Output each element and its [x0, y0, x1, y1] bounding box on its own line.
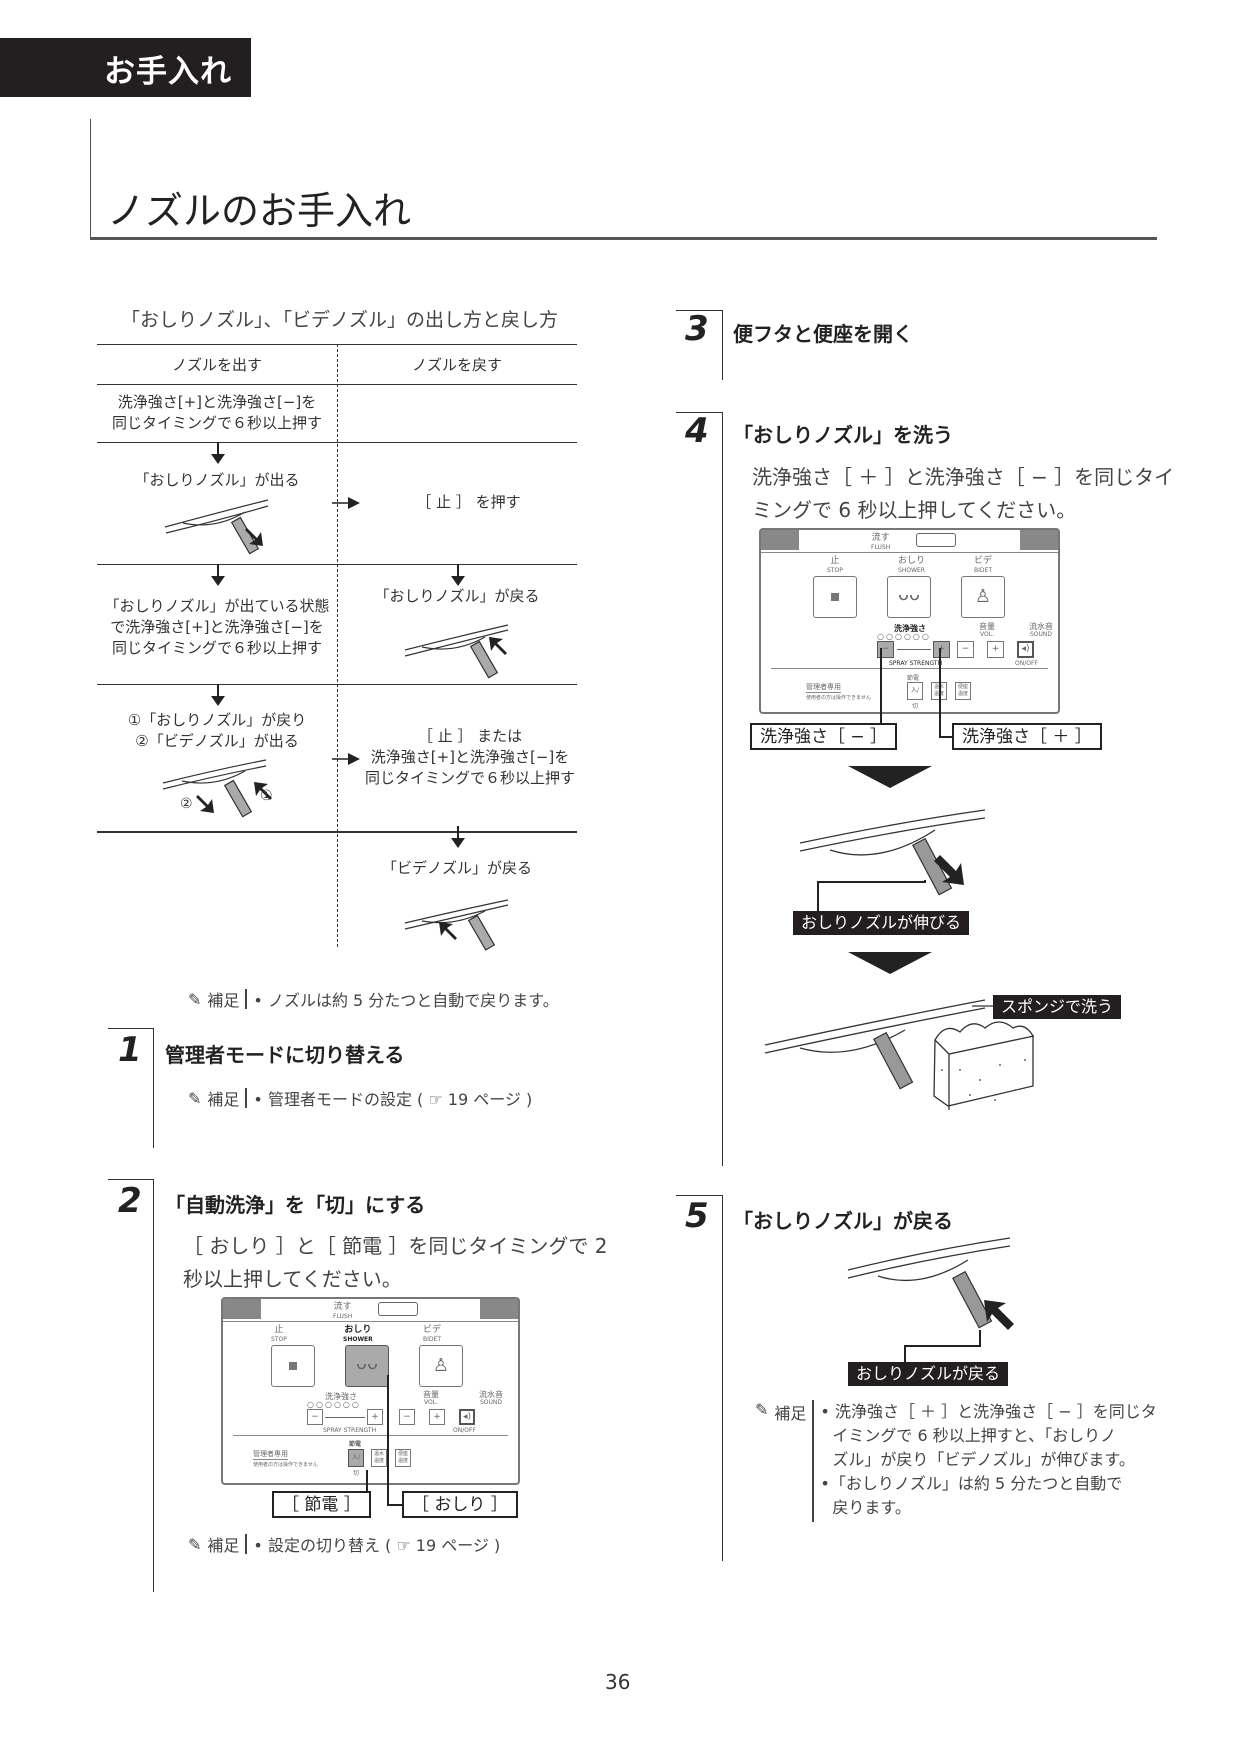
- cell-r1-out: 洗浄強さ[+]と洗浄強さ[−]を同じタイミングで６秒以上押す: [111, 393, 322, 432]
- sponge-icon: [933, 1021, 1035, 1110]
- step-rule: [108, 1179, 154, 1180]
- callout-spray-minus: 洗浄強さ［ − ］: [750, 723, 898, 750]
- step-heading: 「おしりノズル」を洗う: [733, 423, 953, 447]
- step-number: 3: [685, 309, 709, 349]
- water-temp-button[interactable]: 温水温度: [371, 1449, 387, 1467]
- step-rule: [676, 310, 723, 311]
- note-table: ✎補足• ノズルは約 5 分たつと自動で戻ります。: [188, 989, 559, 1010]
- spray-minus-button[interactable]: −: [307, 1409, 323, 1425]
- vol-plus-button[interactable]: +: [987, 641, 1004, 658]
- note-step1: ✎補足• 管理者モードの設定 ( ☞ 19 ページ ): [188, 1088, 533, 1109]
- step-heading: 「自動洗浄」を「切」にする: [165, 1193, 426, 1217]
- step-number: 2: [118, 1181, 142, 1221]
- cell-r2-in: ［ 止 ］ を押す: [416, 493, 521, 511]
- spray-plus-button[interactable]: +: [367, 1409, 383, 1425]
- stop-button[interactable]: [271, 1345, 315, 1387]
- cell-r5-in: 「ビデノズル」が戻る: [381, 859, 532, 877]
- sound-button[interactable]: ◂): [1017, 641, 1034, 658]
- callout-shower: ［ おしり ］: [402, 1491, 518, 1518]
- table-title: 「おしりノズル」、「ビデノズル」の出し方と戻し方: [121, 309, 559, 331]
- callout-eco: ［ 節電 ］: [272, 1491, 371, 1518]
- mark-2: ②: [180, 796, 193, 812]
- shower-button[interactable]: ᴗᴗ: [345, 1345, 389, 1387]
- pencil-icon: ✎: [188, 989, 202, 1009]
- bidet-button[interactable]: ♙: [419, 1345, 463, 1387]
- cell-r4-in: ［ 止 ］ または洗浄強さ[+]と洗浄強さ[−]を同じタイミングで６秒以上押す: [364, 727, 575, 787]
- motion-arrow-icons: [934, 855, 1014, 1330]
- cell-r3-in: 「おしりノズル」が戻る: [374, 587, 540, 605]
- step-rule: [676, 412, 723, 413]
- step-number: 5: [685, 1196, 709, 1236]
- motion-arrow-icons: [196, 528, 507, 940]
- down-arrow-icons: [211, 442, 465, 848]
- header-out: ノズルを出す: [171, 356, 262, 374]
- seat-temp-button[interactable]: 便座温度: [395, 1449, 411, 1467]
- step-heading: 「おしりノズル」が戻る: [733, 1209, 953, 1233]
- chevron-down-icon: [848, 952, 932, 974]
- step-rule: [722, 1195, 723, 1561]
- note-step5: ✎ 補足 • 洗浄強さ［ ＋ ］と洗浄強さ［ − ］を同じタ イミングで 6 秒…: [755, 1400, 1157, 1522]
- bidet-button[interactable]: ♙: [961, 576, 1005, 618]
- step-rule: [153, 1028, 154, 1148]
- step-rule: [676, 1195, 723, 1196]
- callout-spray-plus: 洗浄強さ［ ＋ ］: [952, 723, 1102, 750]
- label-extend: おしりノズルが伸びる: [793, 911, 970, 935]
- page-number: 36: [605, 1670, 631, 1694]
- section-tab: お手入れ: [0, 38, 251, 97]
- cell-r2-out: 「おしりノズル」が出る: [134, 471, 300, 489]
- step-rule: [108, 1028, 154, 1029]
- stop-button[interactable]: [813, 576, 857, 618]
- vol-plus-button[interactable]: +: [429, 1409, 445, 1425]
- page-title: ノズルのお手入れ: [107, 189, 412, 233]
- step-rule: [153, 1179, 154, 1592]
- spray-plus-button[interactable]: +: [933, 641, 950, 658]
- step-number: 4: [685, 411, 709, 451]
- column-divider: [337, 344, 338, 947]
- label-return: おしりノズルが戻る: [848, 1362, 1009, 1386]
- eco-button[interactable]: 入/切: [348, 1449, 364, 1477]
- step-number: 1: [118, 1030, 142, 1070]
- pencil-icon: ✎: [755, 1400, 769, 1419]
- pencil-icon: ✎: [188, 1088, 202, 1108]
- chevron-down-icon: [848, 766, 932, 788]
- title-rule-vertical: [90, 119, 91, 239]
- step-heading: 管理者モードに切り替える: [165, 1043, 405, 1067]
- vol-minus-button[interactable]: −: [957, 641, 974, 658]
- pencil-icon: ✎: [188, 1534, 202, 1554]
- seat-temp-button[interactable]: 便座温度: [955, 682, 971, 700]
- vol-minus-button[interactable]: −: [399, 1409, 415, 1425]
- step-heading: 便フタと便座を開く: [733, 322, 913, 346]
- cell-r3-out: 「おしりノズル」が出ている状態で洗浄強さ[+]と洗浄強さ[−]を同じタイミングで…: [104, 597, 330, 657]
- nozzle-icons: [873, 837, 993, 1329]
- mark-1: ①: [260, 788, 273, 804]
- eco-button[interactable]: 入/切: [907, 682, 923, 710]
- header-in: ノズルを戻す: [411, 356, 502, 374]
- label-sponge: スポンジで洗う: [993, 995, 1122, 1019]
- shower-button[interactable]: ᴗᴗ: [887, 576, 931, 618]
- step-rule: [722, 412, 723, 1166]
- step-rule: [722, 310, 723, 380]
- title-rule: [90, 237, 1157, 240]
- note-step2: ✎補足• 設定の切り替え ( ☞ 19 ページ ): [188, 1534, 501, 1555]
- sound-button[interactable]: ◂): [459, 1409, 475, 1425]
